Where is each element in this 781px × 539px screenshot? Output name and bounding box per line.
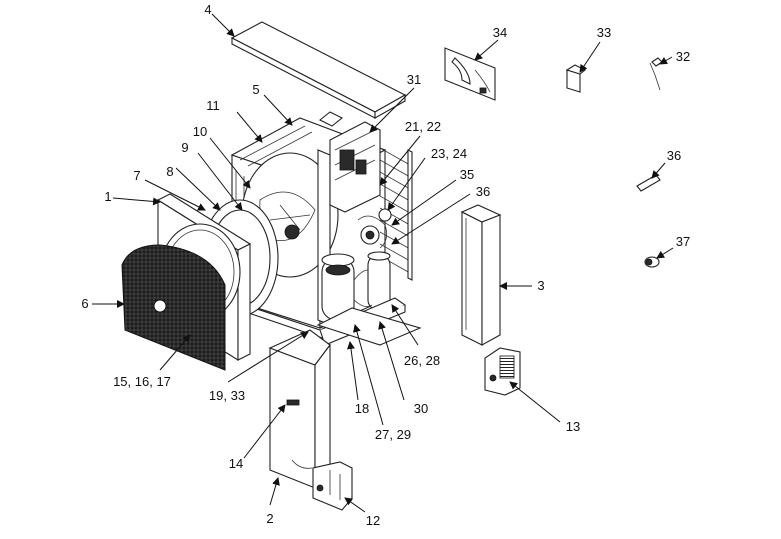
top-cover-part	[230, 21, 407, 119]
callout-19-33: 19, 33	[209, 388, 245, 403]
callout-32: 33	[597, 25, 611, 40]
callout-37: 37	[676, 234, 690, 249]
callout-35: 36	[476, 184, 490, 199]
callout-30: 31	[407, 72, 421, 87]
callout-labels: 4 5 11 10 9 8 7 1 6 15, 16, 17 19, 33 18…	[81, 2, 690, 528]
sensor-part	[636, 174, 661, 192]
callout-1: 1	[104, 189, 111, 204]
fan-grille-part	[121, 244, 226, 371]
callout-9: 9	[181, 140, 188, 155]
callout-25: 26, 28	[404, 353, 440, 368]
leader-lines	[92, 13, 674, 513]
callout-26-28: 27, 29	[375, 427, 411, 442]
callout-31: 32	[676, 49, 690, 64]
callout-18: 18	[355, 401, 369, 416]
vent-cover-part	[484, 347, 521, 396]
callout-33: 34	[493, 25, 507, 40]
terminal-cover-part	[312, 461, 353, 511]
callout-6: 6	[81, 296, 88, 311]
callout-14: 14	[229, 456, 243, 471]
callout-34: 35	[460, 167, 474, 182]
bracket-part	[444, 47, 496, 101]
callout-13: 13	[566, 419, 580, 434]
callout-23-24: 23, 24	[431, 146, 467, 161]
small-clip-part	[649, 57, 663, 91]
callout-5: 5	[252, 82, 259, 97]
callout-10: 10	[193, 124, 207, 139]
callout-11: 11	[206, 98, 220, 113]
callout-3: 3	[537, 278, 544, 293]
callout-8: 8	[166, 164, 173, 179]
callout-27-29: 30	[414, 401, 428, 416]
callout-12: 12	[366, 513, 380, 528]
side-panel-part	[460, 204, 502, 346]
callout-4: 4	[204, 2, 211, 17]
callout-2: 2	[266, 511, 273, 526]
callout-7: 7	[133, 168, 140, 183]
service-panel-part	[268, 329, 331, 490]
compressor-part	[321, 208, 392, 321]
callout-36: 36	[667, 148, 681, 163]
fastener-part	[644, 256, 660, 268]
base-pan-part	[227, 297, 422, 346]
callout-15-16-17: 15, 16, 17	[113, 374, 171, 389]
callout-21-22: 21, 22	[405, 119, 441, 134]
